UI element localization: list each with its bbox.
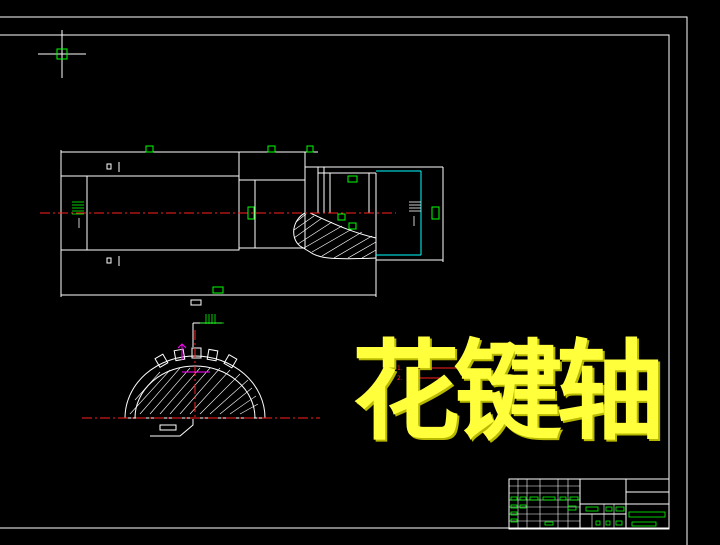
dimension-ticks-white — [78, 201, 421, 228]
note-1: 1. — [397, 365, 403, 372]
inner-border — [0, 34, 670, 529]
sheet-frame — [0, 16, 688, 545]
section-marker — [177, 343, 210, 373]
title-block-green-fields — [510, 496, 666, 527]
spline-end-highlight — [376, 170, 422, 256]
note-2: 2. — [397, 375, 403, 382]
dimension-markers — [72, 145, 440, 294]
drawing-title: 花键轴 — [352, 330, 664, 455]
section-hatch-main — [293, 213, 377, 259]
roughness-symbol — [200, 314, 224, 324]
outer-border — [0, 16, 688, 545]
title-block — [508, 478, 670, 530]
technical-notes: 1. 2. — [397, 365, 470, 382]
shaft-main-view — [60, 150, 444, 297]
cad-cursor-crosshair — [38, 30, 86, 78]
section-hatch-spline — [129, 367, 259, 415]
